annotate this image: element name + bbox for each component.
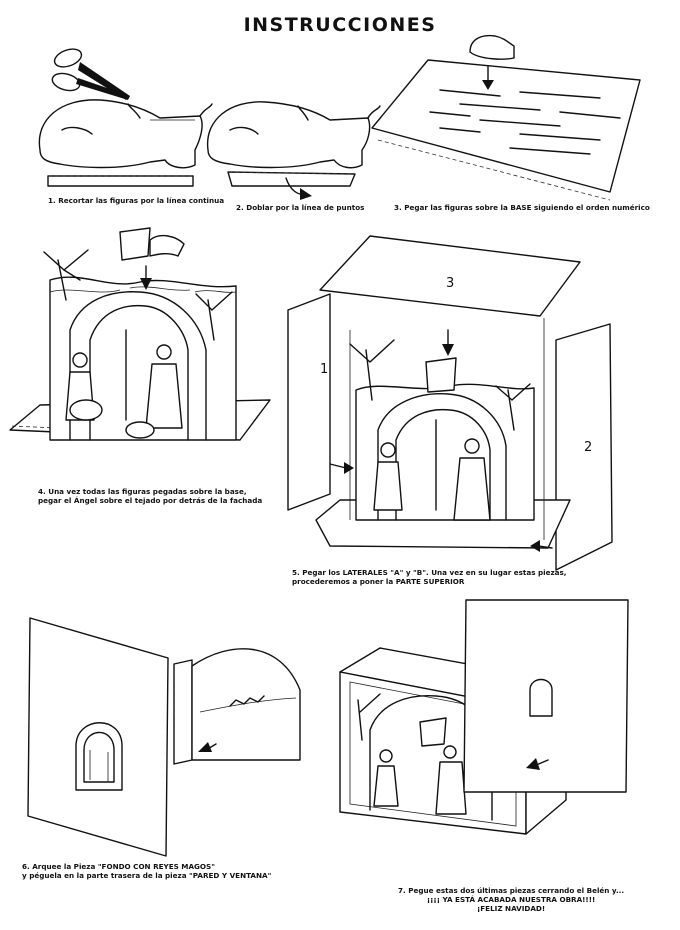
ox-small-icon: [469, 34, 515, 60]
caption-step-6-line2: y péguela en la parte trasera de la piez…: [22, 871, 272, 880]
caption-step-7-line1: 7. Pegue estas dos últimas piezas cerran…: [398, 886, 625, 895]
wall-and-background-step6: [27, 617, 301, 857]
caption-step-1: 1. Recortar las figuras por la línea con…: [48, 196, 225, 205]
caption-step-4-line1: 4. Una vez todas las figuras pegadas sob…: [38, 487, 247, 496]
caption-step-4: 4. Una vez todas las figuras pegadas sob…: [38, 487, 262, 505]
caption-step-2: 2. Doblar por la línea de puntos: [236, 203, 365, 212]
nativity-scene-step4: [9, 227, 271, 441]
caption-step-5: 5. Pegar los LATERALES "A" y "B". Una ve…: [292, 568, 567, 586]
base-sheet: [371, 34, 641, 201]
caption-step-7: 7. Pegue estas dos últimas piezas cerran…: [398, 886, 624, 913]
ox-figure-cut: [38, 99, 213, 187]
page-title: INSTRUCCIONES: [243, 14, 437, 36]
caption-step-7-line3: ¡FELIZ NAVIDAD!: [476, 904, 546, 913]
caption-step-6-line1: 6. Arquee la Pieza "FONDO CON REYES MAGO…: [22, 862, 215, 871]
caption-step-7-line2: ¡¡¡¡ YA ESTÁ ACABADA NUESTRA OBRA!!!!: [426, 895, 596, 904]
caption-step-6: 6. Arquee la Pieza "FONDO CON REYES MAGO…: [22, 862, 271, 880]
label-lateral-b: 2: [584, 440, 593, 455]
ox-figure-fold: [206, 101, 381, 200]
caption-step-5-line2: procederemos a poner la PARTE SUPERIOR: [292, 577, 465, 586]
caption-step-4-line2: pegar el Ángel sobre el tejado por detrá…: [38, 496, 263, 505]
nativity-box-step5: [287, 235, 613, 571]
label-lateral-a: 1: [320, 362, 329, 377]
caption-step-5-line1: 5. Pegar los LATERALES "A" y "B". Una ve…: [292, 568, 567, 577]
label-top-piece: 3: [446, 276, 455, 291]
scissors-icon: [51, 48, 130, 100]
finished-box-step7: [339, 599, 629, 835]
caption-step-3: 3. Pegar las figuras sobre la BASE sigui…: [394, 203, 650, 212]
